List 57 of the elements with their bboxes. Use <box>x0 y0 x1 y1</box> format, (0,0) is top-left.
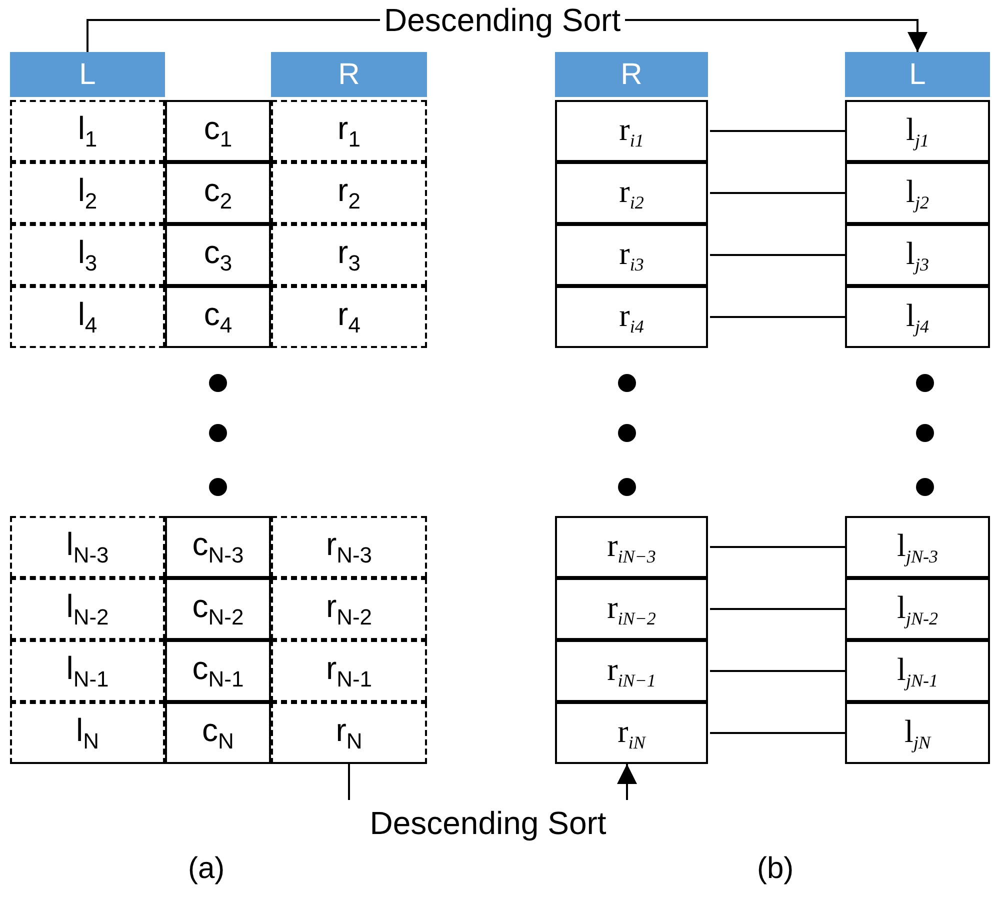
table-cell: r$_{i3}$ <box>555 224 708 286</box>
table-cell: l$_{3}$ <box>10 224 165 286</box>
table-cell: c$_{N-2}$ <box>165 578 271 640</box>
table-cell: r$_{iN}$ <box>555 702 708 764</box>
table-cell: l$_{1}$ <box>10 100 165 162</box>
table-cell: r$_{i1}$ <box>555 100 708 162</box>
panel-label: (a) <box>188 852 225 886</box>
connector-line <box>710 546 845 548</box>
sort-label: Descending Sort <box>370 804 606 842</box>
table-cell: r$_{iN−2}$ <box>555 578 708 640</box>
table-cell: r$_{N}$ <box>271 702 427 764</box>
arrow <box>617 764 637 800</box>
table-cell: c$_{4}$ <box>165 286 271 348</box>
table-cell: l$_{j1}$ <box>845 100 990 162</box>
table-cell: c$_{3}$ <box>165 224 271 286</box>
table-cell: l$_{N}$ <box>10 702 165 764</box>
table-cell: l$_{jN-3}$ <box>845 516 990 578</box>
table-cell: l$_{j2}$ <box>845 162 990 224</box>
table-cell: l$_{4}$ <box>10 286 165 348</box>
table-cell: c$_{N-1}$ <box>165 640 271 702</box>
panel-label: (b) <box>757 852 794 886</box>
connector-line <box>710 254 845 256</box>
table-cell: l$_{j3}$ <box>845 224 990 286</box>
table-cell: r$_{iN−1}$ <box>555 640 708 702</box>
column-header: R <box>555 52 708 97</box>
connector-line <box>710 608 845 610</box>
table-cell: r$_{3}$ <box>271 224 427 286</box>
column-header: R <box>271 52 427 97</box>
table-cell: r$_{2}$ <box>271 162 427 224</box>
table-cell: r$_{iN−3}$ <box>555 516 708 578</box>
table-cell: l$_{jN}$ <box>845 702 990 764</box>
connector-line <box>710 130 845 132</box>
table-cell: r$_{1}$ <box>271 100 427 162</box>
table-cell: r$_{N-1}$ <box>271 640 427 702</box>
connector-line <box>710 670 845 672</box>
table-cell: r$_{4}$ <box>271 286 427 348</box>
connector-line <box>348 764 350 800</box>
column-header: L <box>10 52 165 97</box>
table-cell: c$_{N}$ <box>165 702 271 764</box>
table-cell: l$_{j4}$ <box>845 286 990 348</box>
table-cell: l$_{N-2}$ <box>10 578 165 640</box>
table-cell: r$_{N-3}$ <box>271 516 427 578</box>
connector-line <box>710 192 845 194</box>
column-header: L <box>845 52 990 97</box>
table-cell: l$_{2}$ <box>10 162 165 224</box>
table-cell: l$_{N-1}$ <box>10 640 165 702</box>
table-cell: l$_{jN-1}$ <box>845 640 990 702</box>
connector-line <box>710 316 845 318</box>
table-cell: c$_{1}$ <box>165 100 271 162</box>
table-cell: l$_{N-3}$ <box>10 516 165 578</box>
table-cell: l$_{jN-2}$ <box>845 578 990 640</box>
connector-line <box>710 732 845 734</box>
table-cell: r$_{N-2}$ <box>271 578 427 640</box>
table-cell: c$_{2}$ <box>165 162 271 224</box>
table-cell: c$_{N-3}$ <box>165 516 271 578</box>
table-cell: r$_{i4}$ <box>555 286 708 348</box>
table-cell: r$_{i2}$ <box>555 162 708 224</box>
